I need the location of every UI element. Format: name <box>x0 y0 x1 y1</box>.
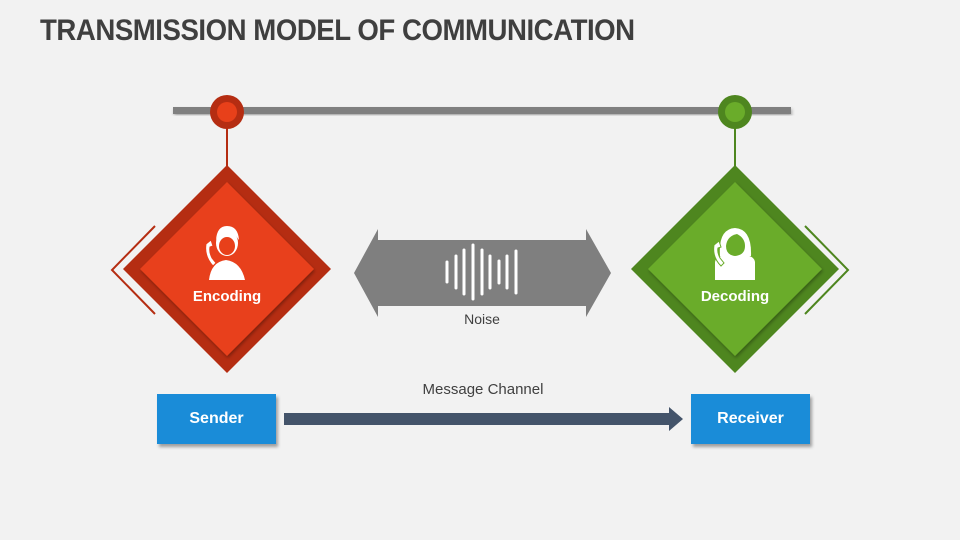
decoding-pin-inner <box>725 102 745 122</box>
decoding-label: Decoding <box>700 288 770 305</box>
sound-wave-icon <box>445 243 518 301</box>
decoding-pendant <box>718 95 752 166</box>
encoding-chevron <box>110 225 156 315</box>
decoding-chevron <box>804 225 850 315</box>
sender-box[interactable]: Sender <box>157 394 276 444</box>
message-channel-arrow <box>284 407 683 431</box>
female-person-phone-icon <box>713 228 755 280</box>
noise-label: Noise <box>464 311 500 327</box>
top-bar <box>173 107 791 114</box>
male-person-phone-icon <box>205 226 245 280</box>
page-title: TRANSMISSION MODEL OF COMMUNICATION <box>40 14 635 47</box>
receiver-box[interactable]: Receiver <box>691 394 810 444</box>
encoding-label: Encoding <box>192 288 262 305</box>
message-channel-label: Message Channel <box>422 381 544 398</box>
encoding-pendant <box>210 95 244 166</box>
encoding-pin-inner <box>217 102 237 122</box>
